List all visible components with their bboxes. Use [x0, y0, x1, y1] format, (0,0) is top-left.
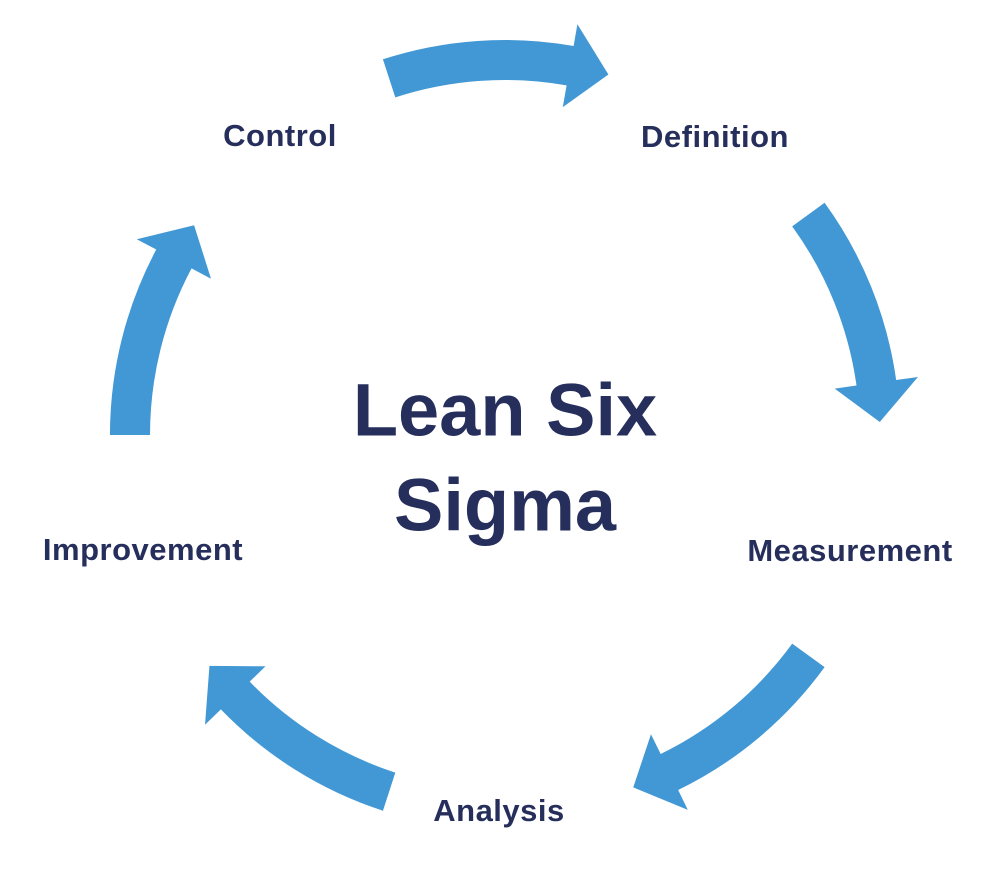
step-label-control: Control [223, 118, 337, 153]
arrow-improvement-to-control [109, 225, 212, 436]
diagram-title: Lean Six Sigma [353, 363, 657, 552]
diagram-title-line1: Lean Six [352, 368, 658, 452]
arrow-measurement-to-analysis [633, 643, 825, 810]
step-label-improvement: Improvement [42, 532, 244, 567]
arrow-control-to-definition [382, 24, 609, 108]
step-label-definition: Definition [641, 119, 789, 154]
step-label-measurement: Measurement [747, 533, 953, 568]
step-label-analysis: Analysis [433, 793, 565, 828]
arrow-analysis-to-improvement [205, 665, 396, 811]
arrow-definition-to-measurement [792, 202, 918, 422]
diagram-title-line2: Sigma [393, 463, 617, 546]
